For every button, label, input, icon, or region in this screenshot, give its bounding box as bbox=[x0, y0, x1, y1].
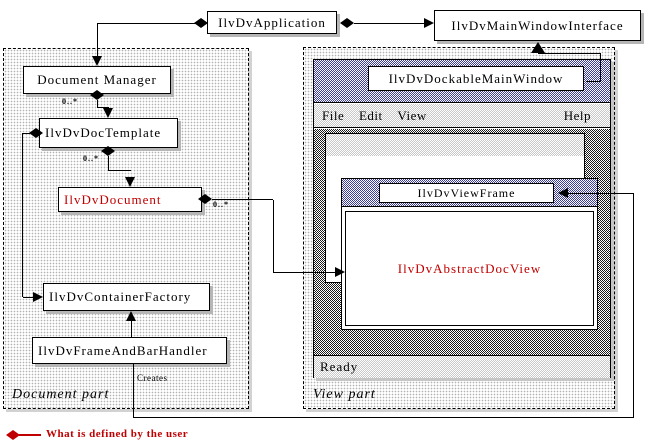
aggregation-diamond bbox=[29, 128, 43, 138]
aggregation-diamond bbox=[101, 146, 115, 156]
connector-line bbox=[600, 53, 601, 82]
connector-line bbox=[97, 23, 197, 24]
multiplicity-label: 0..* bbox=[62, 97, 78, 106]
arrowhead-down-icon bbox=[92, 56, 102, 66]
document-class-box: IlvDvDocument bbox=[58, 187, 202, 212]
menu-item-view[interactable]: View bbox=[397, 108, 427, 123]
connector-line bbox=[97, 24, 98, 57]
connector-line bbox=[133, 364, 134, 417]
container-frame-toolbar-strip bbox=[326, 134, 584, 156]
connector-line bbox=[212, 199, 273, 200]
connector-line bbox=[354, 23, 424, 24]
menu-bar: File Edit View Help bbox=[314, 104, 610, 128]
window-title-bar: IlvDvDockableMainWindow bbox=[314, 60, 610, 103]
menu-item-help[interactable]: Help bbox=[563, 108, 591, 123]
main-window-interface-class-box: IlvDvMainWindowInterface bbox=[434, 10, 641, 41]
document-manager-class-box: Document Manager bbox=[23, 66, 171, 94]
connector-line bbox=[23, 297, 33, 298]
abstract-doc-view-area: IlvDvAbstractDocView bbox=[345, 211, 594, 326]
connector-line bbox=[108, 156, 109, 170]
doc-template-class-box: IlvDvDocTemplate bbox=[39, 118, 178, 148]
view-frame-content: IlvDvAbstractDocView bbox=[342, 208, 597, 329]
connector-line bbox=[22, 133, 30, 134]
arrowhead-right-icon bbox=[424, 18, 434, 28]
creates-label: Creates bbox=[137, 373, 168, 383]
application-class-box: IlvDvApplication bbox=[207, 11, 337, 34]
menu-item-file[interactable]: File bbox=[322, 108, 345, 123]
view-part-label: View part bbox=[313, 387, 376, 402]
connector-line bbox=[586, 81, 601, 82]
arrowhead-up-icon bbox=[126, 311, 136, 321]
connector-line bbox=[538, 53, 601, 54]
aggregation-diamond bbox=[90, 90, 104, 100]
connector-line bbox=[273, 200, 274, 272]
view-frame-title-bar: IlvDvViewFrame bbox=[342, 179, 597, 207]
multiplicity-label: 0..* bbox=[213, 200, 229, 209]
menu-item-edit[interactable]: Edit bbox=[358, 108, 383, 123]
aggregation-diamond bbox=[340, 18, 354, 28]
multiplicity-label: 0..* bbox=[83, 154, 99, 163]
document-part-label: Document part bbox=[12, 387, 110, 402]
arrowhead-right-icon bbox=[33, 292, 43, 302]
window-client-area: IlvDvViewFrame IlvDvAbstractDocView bbox=[314, 129, 610, 355]
legend-text: What is defined by the user bbox=[46, 428, 189, 440]
arrowhead-down-icon bbox=[125, 177, 135, 187]
connector-line bbox=[22, 134, 23, 297]
window-title-label: IlvDvDockableMainWindow bbox=[368, 66, 584, 91]
view-frame-title-label: IlvDvViewFrame bbox=[379, 183, 554, 203]
connector-line bbox=[568, 193, 634, 194]
connector-line bbox=[633, 193, 634, 417]
connector-line bbox=[273, 272, 335, 273]
status-bar: Ready bbox=[314, 355, 610, 378]
connector-line bbox=[133, 417, 634, 418]
connector-line bbox=[97, 107, 109, 108]
arrowhead-right-icon bbox=[335, 267, 345, 277]
aggregation-diamond bbox=[198, 194, 212, 204]
view-frame-window: IlvDvViewFrame IlvDvAbstractDocView bbox=[341, 178, 598, 330]
legend-line bbox=[19, 434, 41, 436]
dockable-main-window: IlvDvDockableMainWindow File Edit View H… bbox=[313, 59, 611, 378]
container-factory-class-box: IlvDvContainerFactory bbox=[43, 283, 210, 311]
arrowhead-down-icon bbox=[103, 108, 113, 118]
aggregation-diamond bbox=[194, 18, 208, 28]
connector-line bbox=[97, 100, 98, 108]
frame-and-bar-handler-class-box: IlvDvFrameAndBarHandler bbox=[32, 337, 227, 364]
arrowhead-left-icon bbox=[558, 188, 568, 198]
inheritance-arrow-icon bbox=[531, 42, 545, 53]
connector-line bbox=[108, 170, 131, 171]
connector-line bbox=[131, 321, 132, 337]
legend-diamond-icon bbox=[6, 430, 20, 440]
